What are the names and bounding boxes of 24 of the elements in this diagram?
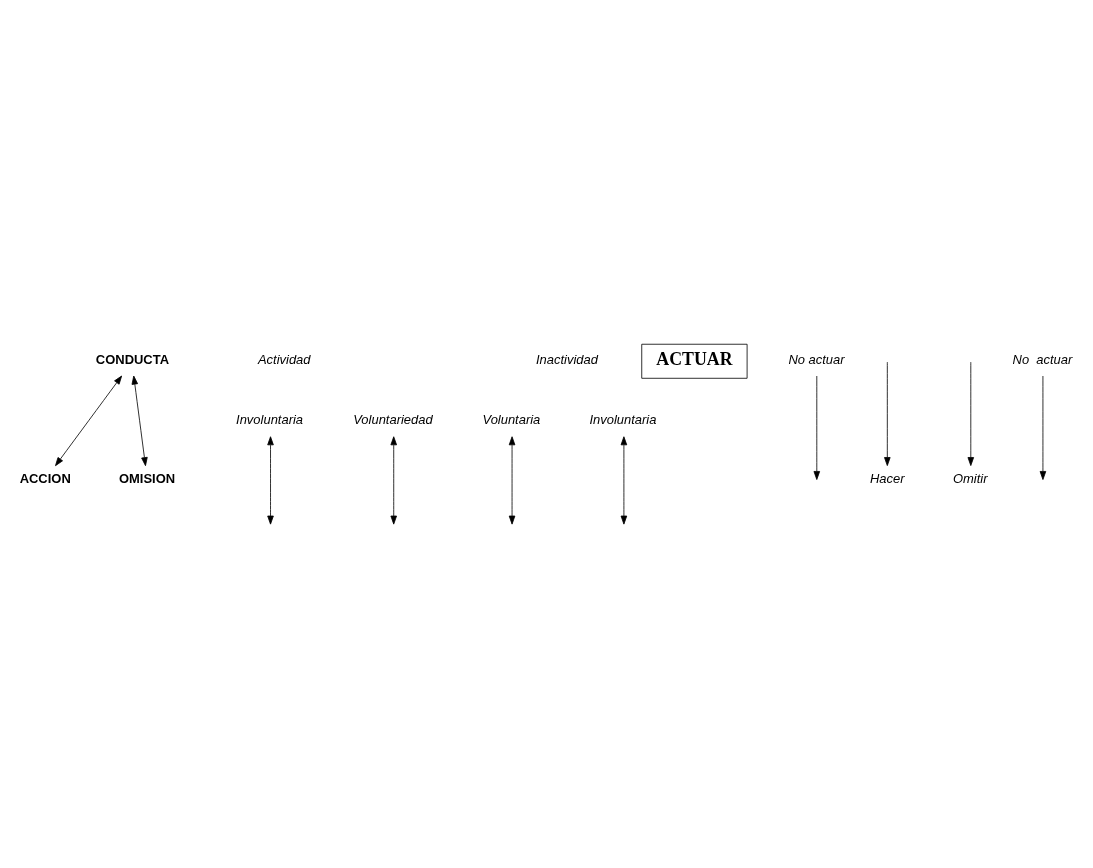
node-text: Omitir xyxy=(952,470,988,486)
node-text: No actuar xyxy=(788,351,845,367)
node-box: ACTUAR xyxy=(641,343,748,379)
node-text: Involuntaria xyxy=(236,411,304,427)
arrow xyxy=(55,375,123,466)
label: Inactividad xyxy=(535,351,598,367)
arrow xyxy=(267,435,274,525)
node-text: Voluntaria xyxy=(482,411,541,427)
node-text: No actuar xyxy=(1012,351,1073,367)
arrow xyxy=(390,435,397,525)
node-text: ACCION xyxy=(19,470,71,486)
arrow xyxy=(620,435,628,525)
arrow xyxy=(131,375,148,466)
node-text: Voluntariedad xyxy=(353,411,433,427)
node-text: OMISION xyxy=(118,470,176,486)
arrow xyxy=(884,361,891,466)
node-text: Involuntaria xyxy=(589,411,657,427)
arrow xyxy=(967,361,975,466)
node-text: Hacer xyxy=(869,470,905,486)
arrow xyxy=(1039,375,1047,480)
arrow xyxy=(813,375,821,480)
node-text: CONDUCTA xyxy=(95,351,170,367)
arrow xyxy=(508,435,516,525)
label: Actividad xyxy=(257,351,311,367)
